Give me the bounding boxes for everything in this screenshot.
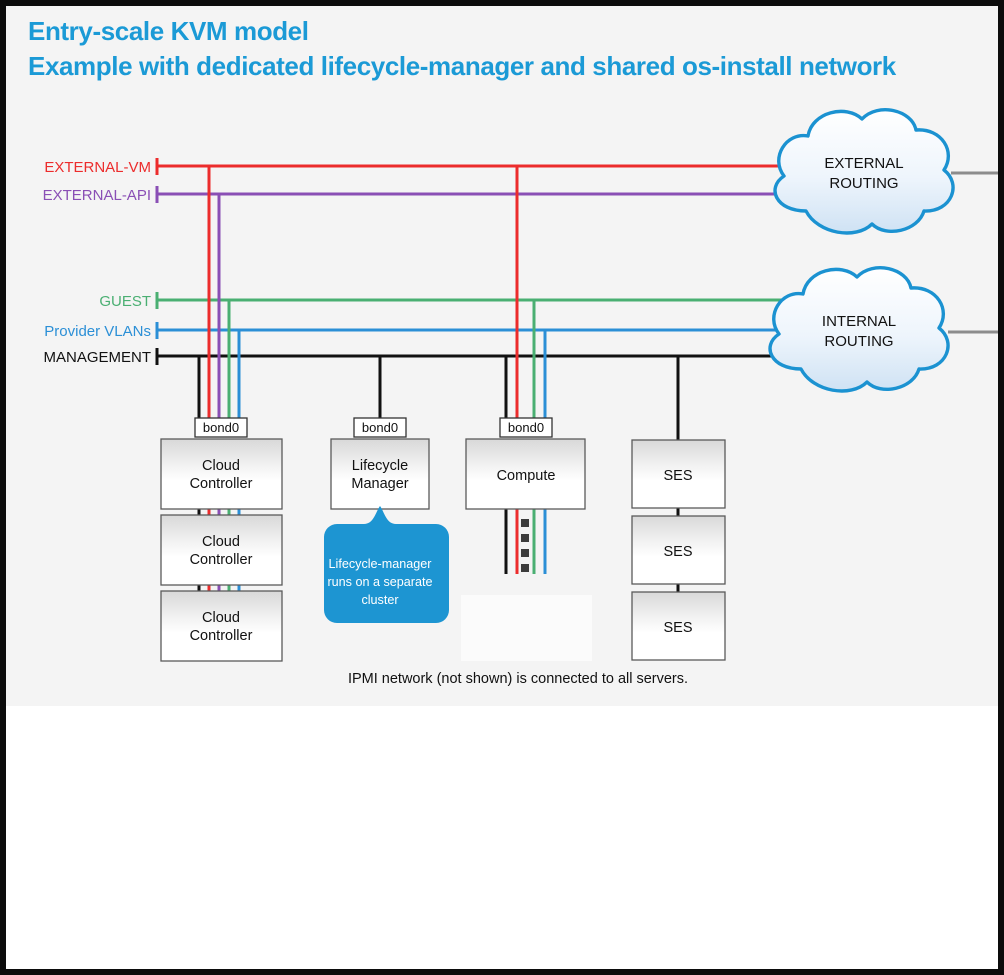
node-label-line2: Manager bbox=[351, 476, 408, 492]
page-subtitle: Example with dedicated lifecycle-manager… bbox=[28, 51, 896, 81]
node-cloud-controller-1: Cloud Controller bbox=[160, 438, 283, 510]
callout-lifecycle-manager: Lifecycle-manager runs on a separate clu… bbox=[324, 506, 449, 623]
node-label-line2: Controller bbox=[190, 476, 253, 492]
network-label-guest: GUEST bbox=[99, 293, 151, 310]
node-label-line1: SES bbox=[663, 544, 692, 560]
network-label-management: MANAGEMENT bbox=[43, 349, 151, 366]
drop-column-compute bbox=[504, 166, 547, 574]
node-label-line1: Lifecycle bbox=[352, 458, 408, 474]
bond-text: bond0 bbox=[508, 420, 544, 435]
node-label-line1: Cloud bbox=[202, 534, 240, 550]
network-label-provider-vlans: Provider VLANs bbox=[44, 323, 151, 340]
node-lifecycle-manager: Lifecycle Manager bbox=[330, 438, 430, 510]
bus-line-management bbox=[155, 348, 801, 365]
bond-label-compute: bond0 bbox=[499, 417, 553, 438]
bottom-panel: VLAN type Interface IPMI untagged IPMI M… bbox=[6, 706, 998, 969]
node-ses-1: SES bbox=[631, 439, 726, 509]
bond-label-lifecycle-manager: bond0 bbox=[353, 417, 407, 438]
callout-line1: Lifecycle-manager bbox=[329, 557, 432, 571]
node-ses-2: SES bbox=[631, 515, 726, 585]
bus-line-provider-vlans bbox=[155, 322, 801, 339]
bus-line-external-vm bbox=[155, 158, 801, 175]
bond-label-cloud-controller: bond0 bbox=[194, 417, 248, 438]
bus-line-guest bbox=[155, 292, 801, 309]
network-label-external-vm: EXTERNAL-VM bbox=[44, 159, 151, 176]
node-label-line1: Cloud bbox=[202, 610, 240, 626]
ipmi-footnote: IPMI network (not shown) is connected to… bbox=[348, 671, 688, 687]
cloud-label-external-line2: ROUTING bbox=[829, 175, 898, 192]
node-compute: Compute bbox=[465, 438, 586, 510]
ghost-compute-box bbox=[461, 595, 592, 661]
node-label-line1: SES bbox=[663, 468, 692, 484]
node-label-line1: Cloud bbox=[202, 458, 240, 474]
callout-line3: cluster bbox=[361, 593, 398, 607]
cloud-label-external-line1: EXTERNAL bbox=[824, 155, 903, 172]
cloud-label-internal-line2: ROUTING bbox=[824, 333, 893, 350]
node-label-line2: Controller bbox=[190, 552, 253, 568]
cloud-label-internal-line1: INTERNAL bbox=[822, 313, 896, 330]
node-cloud-controller-3: Cloud Controller bbox=[160, 590, 283, 662]
bond-text: bond0 bbox=[362, 420, 398, 435]
bus-line-external-api bbox=[155, 186, 801, 203]
node-label-line1: SES bbox=[663, 620, 692, 636]
node-label-line2: Controller bbox=[190, 628, 253, 644]
diagram-canvas: Entry-scale KVM model Example with dedic… bbox=[6, 6, 998, 706]
callout-line2: runs on a separate bbox=[327, 575, 432, 589]
network-diagram-svg: EXTERNAL-VM EXTERNAL-API GUEST Provider … bbox=[43, 108, 998, 687]
node-label-line1: Compute bbox=[497, 468, 556, 484]
cloud-internal-routing: INTERNAL ROUTING bbox=[768, 266, 998, 393]
node-ses-3: SES bbox=[631, 591, 726, 661]
page-title: Entry-scale KVM model bbox=[28, 16, 309, 46]
node-cloud-controller-2: Cloud Controller bbox=[160, 514, 283, 586]
cloud-external-routing: EXTERNAL ROUTING bbox=[773, 108, 998, 235]
bond-text: bond0 bbox=[203, 420, 239, 435]
network-label-external-api: EXTERNAL-API bbox=[43, 187, 151, 204]
